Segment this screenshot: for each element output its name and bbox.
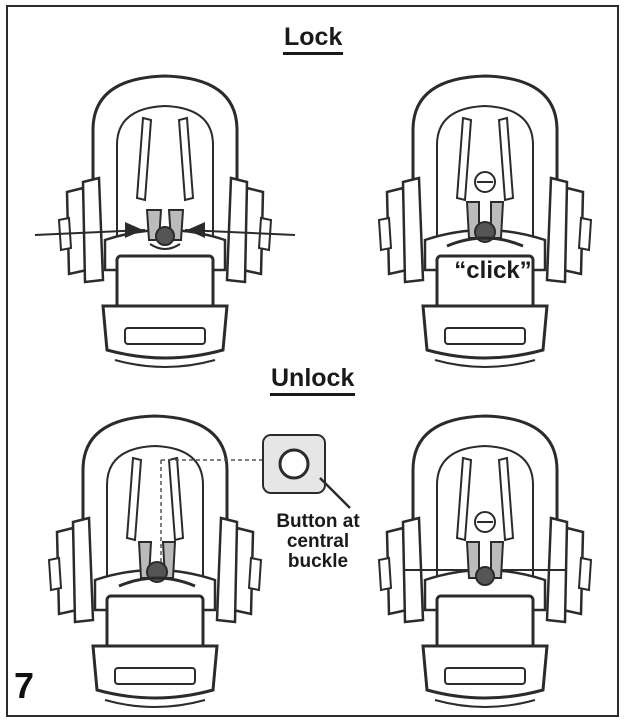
step-number: 7 [14,665,35,706]
unlock-diagram-released [377,414,593,709]
lock-diagram-clicked [377,74,593,369]
click-sound-label: “click” [454,257,532,284]
button-callout-text: Button at central buckle [276,511,360,572]
unlock-diagram-press [47,414,270,709]
lock-heading: Lock [283,24,344,55]
lock-diagram-insert [34,74,296,369]
buckle-button-detail [262,434,351,509]
unlock-heading: Unlock [270,365,356,396]
